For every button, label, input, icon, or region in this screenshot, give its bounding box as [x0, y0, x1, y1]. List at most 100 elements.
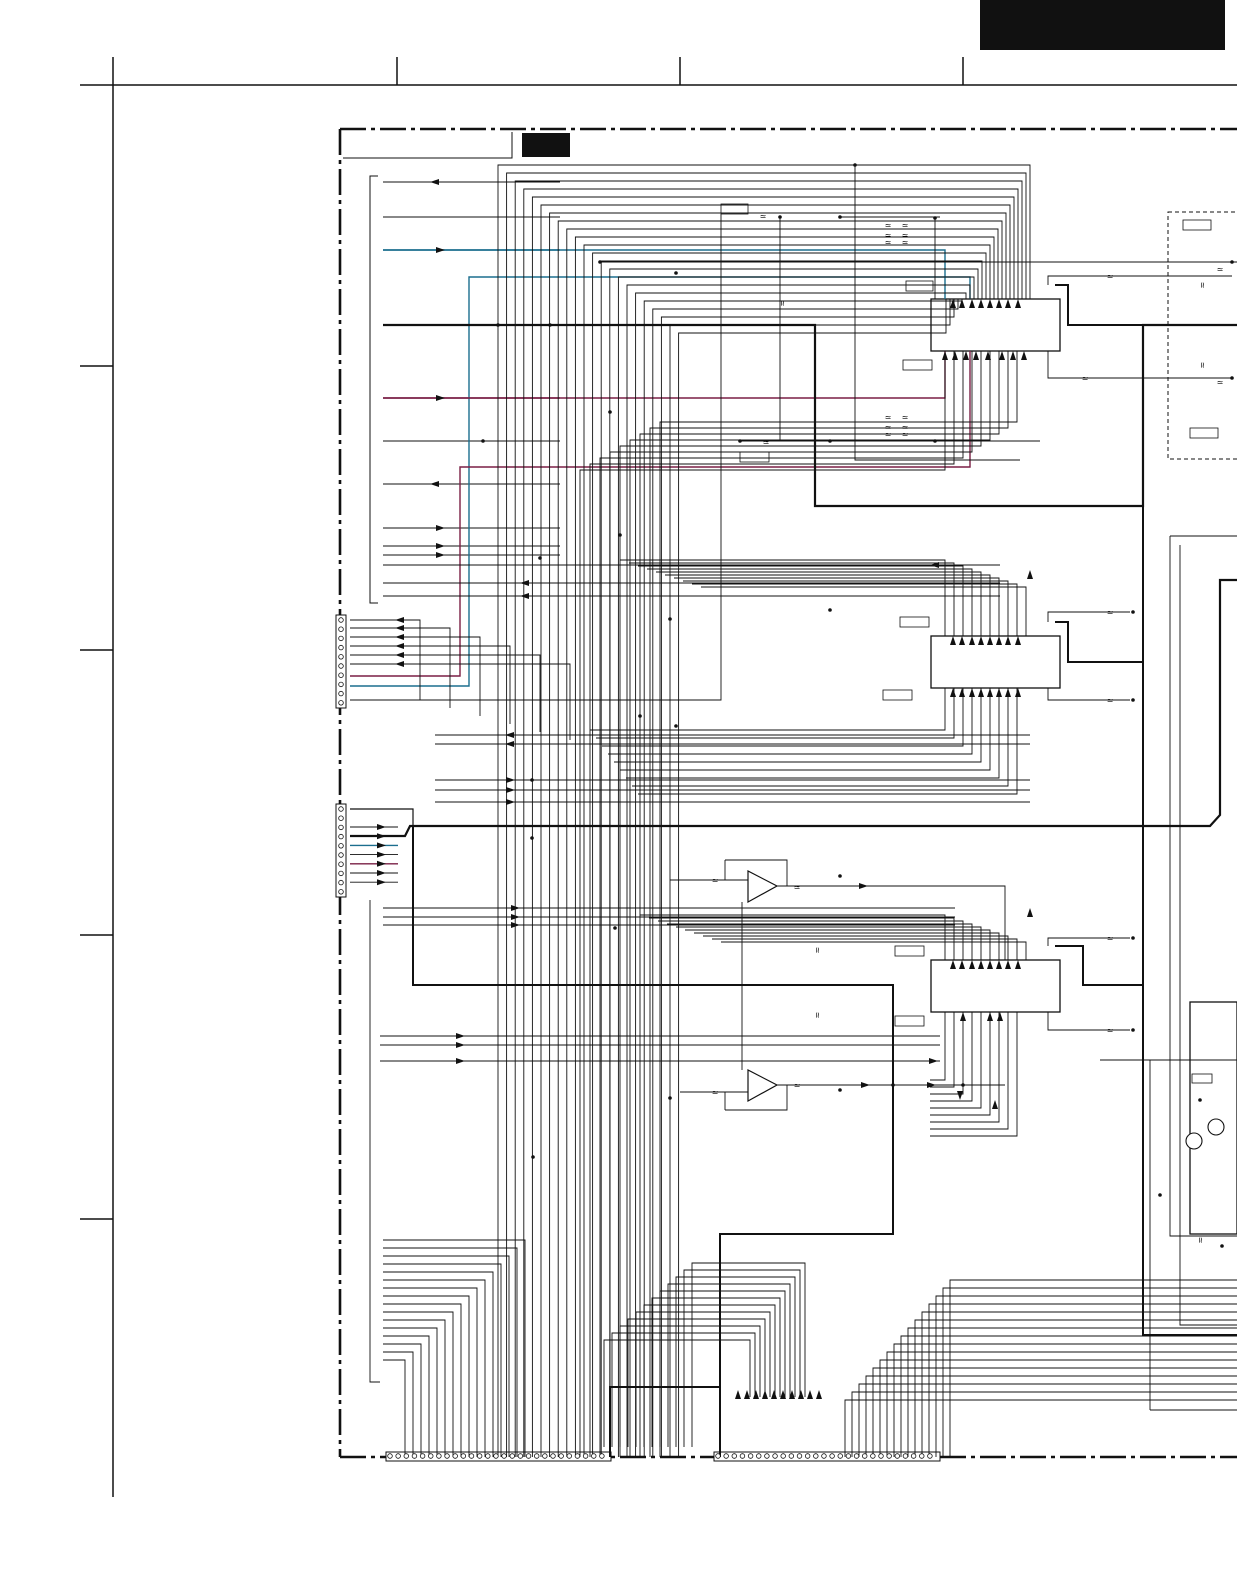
wire — [900, 1335, 1237, 1457]
wire — [930, 1012, 946, 1081]
wire — [703, 935, 1009, 960]
resistor-symbol: ≃ — [902, 221, 909, 230]
signal-arrow — [511, 905, 520, 911]
connector-pin — [894, 1453, 900, 1459]
junction-dot — [891, 1083, 895, 1087]
junction-dot — [548, 323, 552, 327]
connector-pin — [731, 1453, 737, 1459]
connector-pin — [338, 815, 344, 821]
wire — [611, 1332, 756, 1447]
transistors — [1185, 1118, 1225, 1150]
wire — [930, 1012, 973, 1102]
wire — [928, 1303, 1237, 1457]
signal-arrow — [1015, 688, 1021, 697]
junction-dot — [668, 617, 672, 621]
wire — [566, 228, 999, 1457]
signal-arrow — [987, 1012, 993, 1021]
junction-dot — [1230, 260, 1234, 264]
signal-arrow — [985, 351, 991, 360]
wire — [725, 1085, 788, 1111]
junction-dot — [1198, 1098, 1202, 1102]
signal-arrow — [436, 395, 445, 401]
junction-dot — [598, 260, 602, 264]
junction-dot — [608, 410, 612, 414]
connector-pin — [927, 1453, 933, 1459]
signal-arrow — [1005, 960, 1011, 969]
connector-pin — [756, 1453, 762, 1459]
signal-arrow — [969, 688, 975, 697]
wire — [1169, 536, 1237, 1237]
wire — [540, 204, 1011, 1457]
signal-arrow — [927, 1082, 936, 1088]
connector-pin — [338, 663, 344, 669]
connector-pin — [599, 1453, 605, 1459]
wire — [701, 586, 1027, 636]
wire — [667, 1283, 791, 1447]
connector-pin — [845, 1453, 852, 1459]
wire — [350, 654, 541, 732]
signal-arrow — [762, 1390, 768, 1399]
signal-arrow — [978, 688, 984, 697]
wire — [531, 196, 1015, 1457]
wire — [854, 165, 1020, 461]
resistor-symbol: ≃ — [885, 231, 892, 240]
connector-pin — [837, 1453, 843, 1459]
connector-pin — [566, 1453, 572, 1459]
wire — [930, 1012, 982, 1109]
resistor-symbol: ≃ — [1107, 934, 1114, 943]
signal-arrow — [395, 617, 404, 623]
connector-pin — [419, 1453, 426, 1459]
resistor-symbol: ≃ — [712, 1088, 719, 1097]
wire — [865, 1375, 1237, 1457]
signal-arrow — [506, 799, 515, 805]
board-tab — [343, 132, 513, 159]
connector-pin — [886, 1453, 892, 1459]
junction-dot — [1131, 936, 1135, 940]
wire-maroon — [383, 351, 946, 399]
junction-dot — [838, 215, 842, 219]
connector-pin — [910, 1453, 917, 1459]
resistor-symbol: ≃ — [902, 231, 909, 240]
wire — [579, 351, 946, 1457]
connector-pin — [715, 1453, 721, 1459]
board-outline — [338, 127, 1237, 1459]
junction-dot — [933, 439, 937, 443]
wire — [879, 1359, 1237, 1457]
connector-pin — [796, 1453, 803, 1459]
wire — [350, 663, 571, 740]
power-bus — [412, 826, 894, 1457]
signal-arrow — [798, 1390, 804, 1399]
connector-pin — [444, 1453, 450, 1459]
connector-pin — [558, 1453, 564, 1459]
resistor-symbol: ≃ — [1198, 282, 1207, 289]
wire — [523, 188, 1019, 1457]
opamp-lower — [747, 1069, 779, 1103]
connector-pin — [476, 1453, 483, 1459]
connector-pin — [723, 1453, 729, 1459]
power-bus — [383, 323, 1237, 508]
marks: ≃≃≃≃≃≃≃≃≃≃≃≃≃≃≃≃≃≃≃≃≃≃≃≃≃≃≃≃≃≃≃≃ — [338, 163, 1234, 1459]
wire — [614, 688, 982, 763]
wire — [886, 1351, 1237, 1457]
signal-arrow — [735, 1390, 741, 1399]
wire — [549, 212, 1007, 1457]
resistor-symbol: ≃ — [902, 423, 909, 432]
transistor-q2 — [1185, 1132, 1203, 1150]
junction-dot — [613, 926, 617, 930]
wire — [626, 284, 971, 1457]
wire — [1047, 611, 1130, 622]
connector-pin — [772, 1453, 778, 1459]
resistor-symbol: ≃ — [885, 423, 892, 432]
wire — [649, 917, 955, 960]
connector-pin — [542, 1453, 548, 1459]
resistor-symbol: ≃ — [760, 212, 767, 221]
signal-arrow — [959, 688, 965, 697]
signal-arrow — [520, 593, 529, 599]
signal-arrow — [950, 688, 956, 697]
connector-pin — [338, 852, 344, 858]
wire — [600, 260, 983, 1457]
wire — [651, 1297, 781, 1447]
wire — [350, 627, 451, 708]
junction-dot — [496, 323, 500, 327]
signal-arrow — [996, 688, 1002, 697]
